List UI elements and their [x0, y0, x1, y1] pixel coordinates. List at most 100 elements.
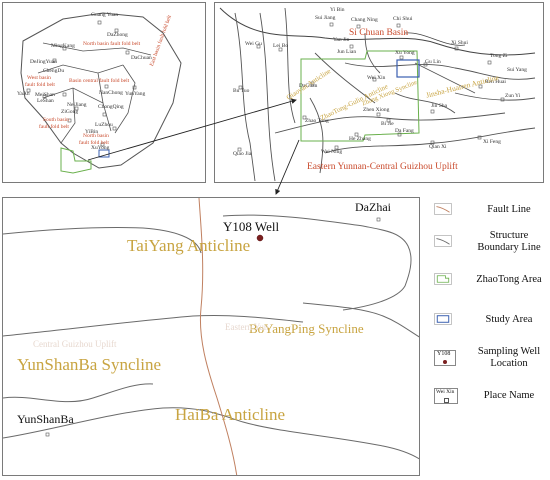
label-zun-yi: Zun Yi — [505, 93, 521, 99]
label-wei-ning: Wei Ning — [321, 149, 343, 155]
boundary-line-central — [3, 314, 304, 337]
label-meishan: MeiShan — [35, 92, 55, 98]
legend-label-zhaotong-area: ZhaoTong Area — [476, 274, 542, 285]
label-jun-lian: Jun Lian — [337, 49, 357, 55]
label-jin-sha: Jin Sha — [431, 103, 448, 109]
label-luzhou: LuZhou — [95, 122, 113, 128]
label-xuyong: XuYong — [91, 145, 110, 151]
label-guang-yuan: Guang Yuan — [91, 12, 119, 18]
structure-boundary-symbol — [434, 235, 452, 247]
fault-line-main — [198, 198, 238, 475]
legend-item-study-area: Study Area — [430, 312, 548, 332]
yunshanba-syncline-label: YunShanBa Syncline — [17, 355, 162, 374]
label-eastern-yunnan-uplift: Eastern Yunnan-Central Guizhou Uplift — [307, 162, 458, 172]
label-yan-jin: Yan Jin — [333, 37, 350, 43]
boundary-line-top-left — [3, 226, 202, 254]
study-area-overview — [98, 149, 110, 158]
haiba-anticline-label: HaiBa Anticline — [175, 405, 286, 424]
place-marker-dazhai — [376, 217, 381, 222]
boundary-line-right-mid — [302, 302, 419, 338]
legend-label-fault-line: Fault Line — [487, 204, 531, 215]
sichuan-basin-overview-map: Guang Yuan DaZhong MingKang North basin … — [2, 2, 206, 183]
well-dot-icon — [443, 360, 447, 364]
label-west-basin-1: West basin — [27, 75, 51, 81]
well-name-label: Y108 Well — [223, 219, 280, 234]
label-xi-feng: Xi Feng — [483, 139, 501, 145]
label-xu-yong: Xu Yong — [395, 50, 415, 56]
label-zhao-tong: Zhao Tong — [305, 118, 329, 124]
label-dazhong: DaZhong — [107, 32, 128, 38]
legend-label-structure-boundary: Structure Boundary Line — [477, 230, 541, 253]
label-north-basin-2a: North basin — [83, 133, 109, 139]
legend-item-place-name: Wei Xin Place Name — [430, 388, 548, 408]
boundary-line-lower-left — [3, 383, 154, 403]
zhaotong-area-regional — [300, 50, 420, 142]
faded-label-eastern-yun: Eastern Yun — [225, 322, 269, 332]
zhaotong-area-overview — [60, 147, 92, 174]
taiyang-anticline-label: TaiYang Anticline — [127, 236, 251, 255]
label-dachuan: DaChuan — [131, 55, 152, 61]
label-basin-central-belt: Basin central fault fold belt — [69, 78, 130, 84]
dazhai-label: DaZhai — [355, 200, 391, 214]
legend-label-place-name: Place Name — [483, 390, 535, 401]
label-tong-zi: Tong Zi — [490, 53, 508, 59]
label-ren-huai: Ren Huai — [485, 79, 506, 85]
label-chi-shui: Chi Shui — [393, 16, 413, 22]
place-marker-yunshanba — [45, 432, 50, 437]
regional-map-svg — [219, 7, 536, 182]
study-area-regional — [396, 59, 420, 78]
label-sui-yang: Sui Yang — [507, 67, 527, 73]
label-north-basin-belt: North basin fault fold belt — [83, 41, 141, 47]
detail-map-svg — [3, 198, 419, 475]
legend-item-zhaotong-area: ZhaoTong Area — [430, 272, 548, 292]
label-lei-bo: Lei Bo — [273, 43, 289, 49]
legend-item-fault-line: Fault Line — [430, 202, 548, 222]
label-chang-ning: Chang Ning — [351, 17, 378, 23]
label-yunyang: YunYang — [125, 91, 146, 97]
zhaotong-area-symbol — [434, 273, 452, 285]
label-ming-kang: MingKang — [51, 43, 75, 49]
label-west-basin-2: fault fold belt — [25, 82, 55, 88]
place-symbol-text: Wei Xin — [436, 389, 455, 395]
regional-structure-map: Yi Bin Sui Jiang Chang Ning Chi Shui Si … — [214, 2, 544, 183]
boundary-line-bottom — [3, 407, 419, 460]
label-nanchong: NanChong — [99, 90, 123, 96]
study-area-detail-map: Y108 Well DaZhai TaiYang Anticline BoYan… — [2, 197, 420, 476]
label-si-chuan-basin: Si Chuan Basin — [349, 28, 409, 38]
label-south-basin-2: fault fold belt — [39, 124, 69, 130]
label-zigong: ZiGong — [61, 109, 79, 115]
legend-label-sampling-well: Sampling Well Location — [477, 346, 541, 369]
well-symbol-text: Y108 — [437, 351, 451, 357]
place-square-icon — [444, 398, 449, 403]
label-gu-lin: Gu Lin — [425, 59, 441, 65]
fault-line-symbol — [434, 203, 452, 215]
faded-label-central-guizhou: Central Guizhou Uplift — [33, 339, 117, 349]
boyangping-syncline-label: BoYangPing Syncline — [249, 321, 364, 336]
label-da-fang: Da Fang — [395, 128, 414, 134]
label-dejingyuan: DeJingYuan — [30, 59, 57, 65]
study-area-symbol — [434, 313, 452, 325]
label-wei-xin: Wei Xin — [367, 75, 386, 81]
label-zhen-xiong: Zhen Xiong — [363, 107, 390, 113]
map-legend: Fault Line Structure Boundary Line ZhaoT… — [430, 196, 548, 416]
sampling-well-symbol: Y108 — [434, 350, 456, 366]
label-leshan: LeShan — [37, 98, 54, 104]
label-south-basin-1: South basin — [43, 117, 69, 123]
label-qian-xi: Qian Xi — [429, 144, 447, 150]
label-daguan: DaGuan — [299, 83, 318, 89]
label-he-zhang: He Zhang — [349, 136, 371, 142]
label-bu-tuo: Bu Tuo — [233, 88, 250, 94]
place-name-symbol: Wei Xin — [434, 388, 458, 404]
yunshanba-place-label: YunShanBa — [17, 412, 74, 426]
label-chongqing: ChongQing — [98, 104, 124, 110]
well-marker — [256, 234, 264, 242]
label-xi-shui: Xi Shui — [451, 40, 468, 46]
label-bi-jie: Bi Jie — [381, 121, 394, 127]
label-chengdu: ChengDu — [43, 68, 65, 74]
legend-item-structure-boundary: Structure Boundary Line — [430, 230, 548, 260]
label-wei-gu: Wei Gu — [245, 41, 262, 47]
label-yi-bin: Yi Bin — [330, 7, 345, 13]
label-qiao-jia: Qiao Jia — [233, 151, 252, 157]
label-yaan: YaAn — [17, 91, 30, 97]
legend-item-sampling-well: Y108 Sampling Well Location — [430, 346, 548, 376]
